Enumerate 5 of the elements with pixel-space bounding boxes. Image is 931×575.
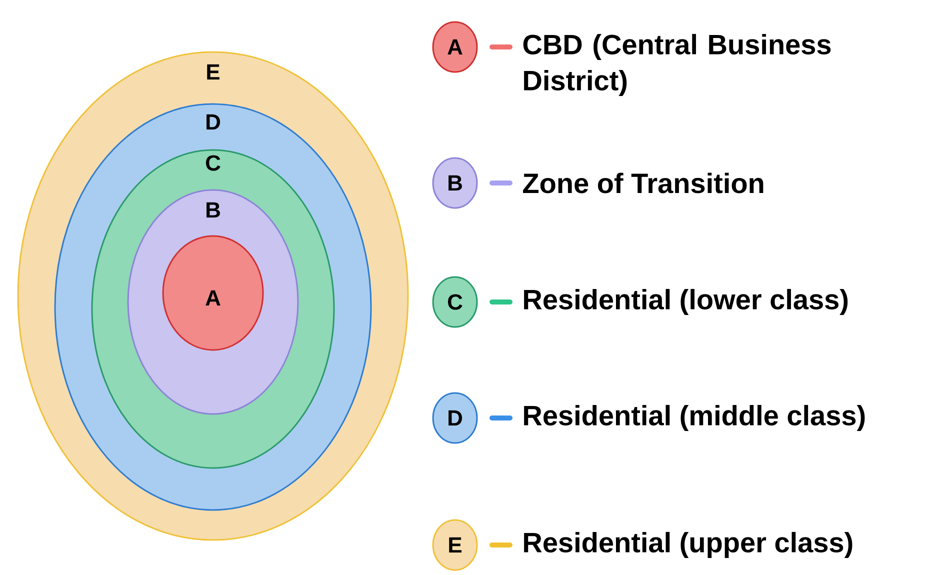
zone-description: CBD (Central Business District) (523, 34, 831, 96)
zone-description: Residential (upper class) (524, 532, 852, 558)
zone-description: Residential (middle class) (524, 404, 865, 432)
zone-description: Residential (lower class) (524, 288, 848, 316)
zone-description: Zone of Transition (523, 172, 764, 194)
